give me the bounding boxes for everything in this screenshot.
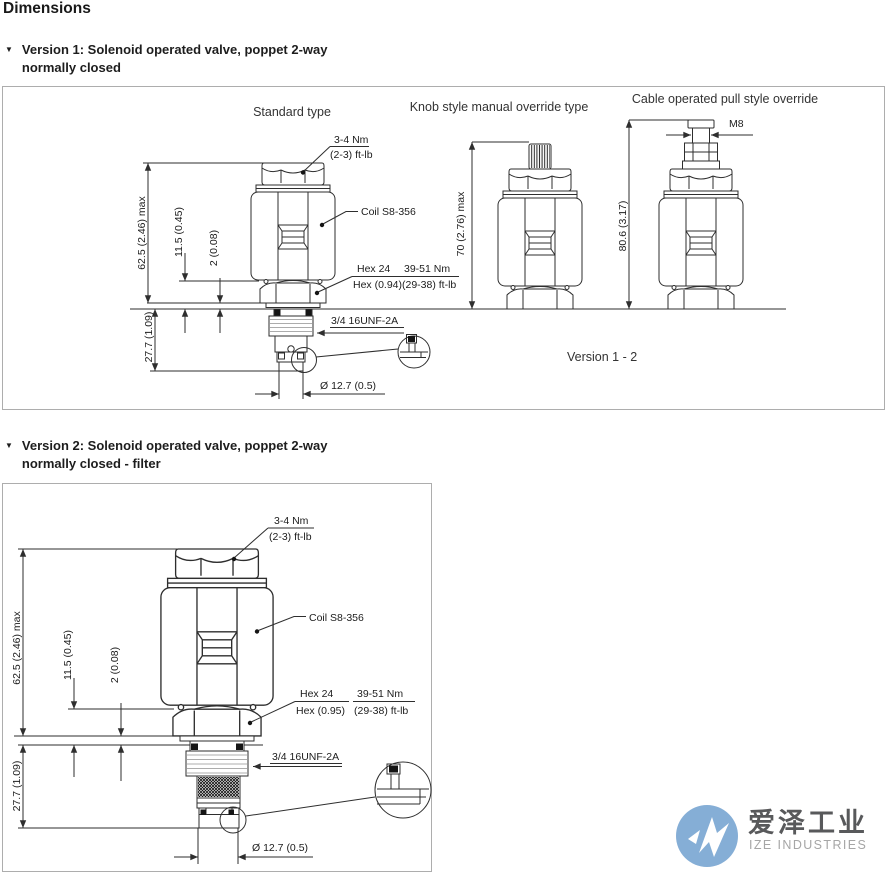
label-cap-torque: 3-4 Nm (2-3) ft-lb (231, 515, 314, 562)
section2-title-line2: normally closed - filter (21, 456, 161, 471)
section1-title-line2: normally closed (21, 60, 121, 75)
dim-surface-offset: 2 (0.08) (109, 647, 125, 781)
valve-filter-drawing (160, 548, 274, 829)
dim-hex-height-label: 11.5 (0.45) (173, 207, 185, 257)
hex-size-imperial: Hex (0.94) (353, 279, 402, 291)
panel1-caption: Version 1 - 2 (567, 350, 637, 364)
label-coil: Coil S8-356 (254, 612, 364, 634)
dim-cable-total-height-label: 80.6 (3.17) (617, 201, 629, 252)
dim-knob-total-height-label: 70 (2.76) max (455, 191, 467, 257)
valve-standard-drawing (250, 162, 336, 372)
cap-torque-imperial: (2-3) ft-lb (269, 531, 312, 543)
dim-nose-diameter: Ø 12.7 (0.5) (174, 828, 313, 864)
cap-torque-metric: 3-4 Nm (274, 515, 309, 527)
variant-title-cable: Cable operated pull style override (632, 92, 818, 106)
seal-detail-view (219, 761, 432, 834)
dim-surface-offset: 2 (0.08) (208, 230, 224, 333)
dim-below-surface-label: 27.7 (1.09) (143, 312, 155, 363)
dim-total-height: 62.5 (2.46) max (11, 548, 182, 737)
label-hex: Hex 24 Hex (0.94) 39-51 Nm (29-38) ft-lb (314, 263, 459, 296)
hex-size-imperial: Hex (0.95) (296, 705, 345, 717)
dim-cable-total-height: 80.6 (3.17) (617, 119, 690, 310)
section2-title-line1: Version 2: Solenoid operated valve, popp… (21, 438, 328, 453)
hex-size-metric: Hex 24 (300, 688, 333, 700)
dim-m8: M8 (666, 118, 753, 139)
variant-title-standard: Standard type (253, 105, 331, 119)
watermark: 爱泽工业 IZE INDUSTRIES (676, 805, 868, 867)
label-cap-torque: 3-4 Nm (2-3) ft-lb (300, 134, 373, 175)
thread-label: 3/4 16UNF-2A (331, 315, 398, 327)
hex-torque-imperial: (29-38) ft-lb (402, 279, 456, 291)
coil-label: Coil S8-356 (309, 612, 364, 624)
label-thread: 3/4 16UNF-2A (316, 315, 404, 337)
variant-title-knob: Knob style manual override type (410, 100, 589, 114)
valve-cable-override-drawing (658, 119, 744, 310)
hex-size-metric: Hex 24 (357, 263, 390, 275)
coil-label: Coil S8-356 (361, 206, 416, 218)
dim-m8-label: M8 (729, 118, 744, 130)
dim-hex-height-label: 11.5 (0.45) (62, 630, 74, 680)
watermark-cn-text: 爱泽工业 (748, 808, 868, 838)
dim-hex-height: 11.5 (0.45) (173, 207, 259, 333)
collapse-triangle-icon[interactable]: ▼ (5, 45, 13, 54)
dim-below-surface-label: 27.7 (1.09) (11, 761, 23, 812)
hex-torque-metric: 39-51 Nm (357, 688, 403, 700)
section-header-version2[interactable]: ▼ Version 2: Solenoid operated valve, po… (5, 437, 328, 473)
dim-below-surface: 27.7 (1.09) (143, 308, 281, 372)
section1-title-line1: Version 1: Solenoid operated valve, popp… (21, 42, 328, 57)
cap-torque-metric: 3-4 Nm (334, 134, 369, 146)
dim-total-height-label: 62.5 (2.46) max (136, 195, 148, 269)
seal-detail-view (291, 334, 431, 373)
cap-torque-imperial: (2-3) ft-lb (330, 149, 373, 161)
dim-total-height: 62.5 (2.46) max (136, 162, 266, 304)
page-title: Dimensions (3, 0, 91, 17)
dim-knob-total-height: 70 (2.76) max (455, 141, 529, 310)
dim-surface-offset-label: 2 (0.08) (208, 230, 220, 266)
hex-torque-metric: 39-51 Nm (404, 263, 450, 275)
label-hex: Hex 24 Hex (0.95) 39-51 Nm (29-38) ft-lb (247, 688, 415, 726)
dim-nose-diameter: Ø 12.7 (0.5) (255, 371, 385, 399)
dim-nose-diameter-label: Ø 12.7 (0.5) (252, 842, 308, 854)
valve-knob-override-drawing (497, 143, 583, 310)
label-thread: 3/4 16UNF-2A (252, 751, 342, 770)
section-header-version1[interactable]: ▼ Version 1: Solenoid operated valve, po… (5, 41, 328, 77)
label-coil: Coil S8-356 (319, 206, 416, 228)
dim-surface-offset-label: 2 (0.08) (109, 647, 121, 683)
dim-nose-diameter-label: Ø 12.7 (0.5) (320, 380, 376, 392)
watermark-en-text: IZE INDUSTRIES (749, 838, 867, 852)
thread-label: 3/4 16UNF-2A (272, 751, 339, 763)
version2-drawing-panel: 62.5 (2.46) max 11.5 (0.45) 2 (0.08) 27.… (2, 483, 432, 872)
version1-drawing-panel: Standard type Knob style manual override… (2, 86, 885, 410)
dim-below-surface: 27.7 (1.09) (11, 744, 200, 829)
collapse-triangle-icon[interactable]: ▼ (5, 441, 13, 450)
hex-torque-imperial: (29-38) ft-lb (354, 705, 408, 717)
dim-total-height-label: 62.5 (2.46) max (11, 610, 23, 684)
